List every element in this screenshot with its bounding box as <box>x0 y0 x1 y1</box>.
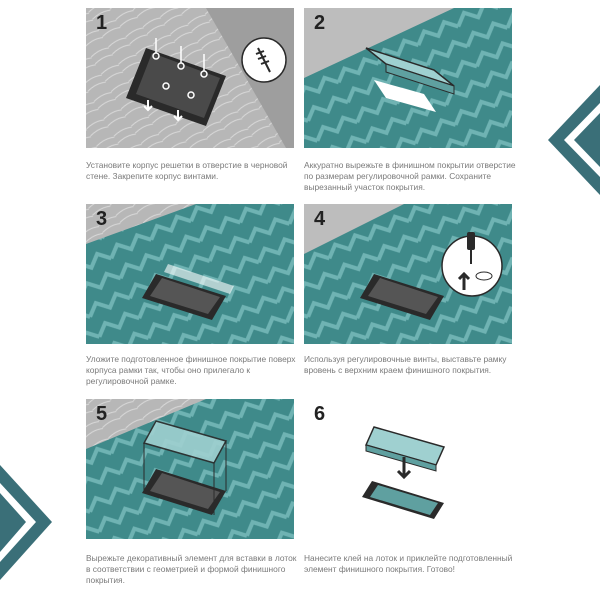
step-number: 3 <box>96 208 108 230</box>
step-2-illustration: 2 <box>304 8 512 148</box>
step-6-caption: Нанесите клей на лоток и приклейте подго… <box>304 553 513 574</box>
decorative-triangle-left <box>0 465 52 580</box>
step-1-illustration: 1 <box>86 8 294 148</box>
decorative-triangle-right <box>548 85 600 195</box>
step-number: 1 <box>96 12 108 34</box>
step-2-caption: Аккуратно вырежьте в финишном покрытии о… <box>304 160 516 192</box>
step-3-caption: Уложите подготовленное финишное покрытие… <box>86 354 296 386</box>
step-3-illustration: 3 <box>86 204 294 344</box>
step-5-caption: Вырежьте декоративный элемент для вставк… <box>86 553 297 585</box>
step-4-caption: Используя регулировочные винты, выставьт… <box>304 354 507 375</box>
step-number: 2 <box>314 12 326 34</box>
step-4-illustration: 4 <box>304 204 512 344</box>
step-1-caption: Установите корпус решетки в отверстие в … <box>86 160 288 181</box>
step-5-illustration: 5 <box>86 399 294 539</box>
step-number: 6 <box>314 403 326 425</box>
step-number: 5 <box>96 403 108 425</box>
step-number: 4 <box>314 208 326 230</box>
step-6-illustration: 6 <box>304 399 512 539</box>
